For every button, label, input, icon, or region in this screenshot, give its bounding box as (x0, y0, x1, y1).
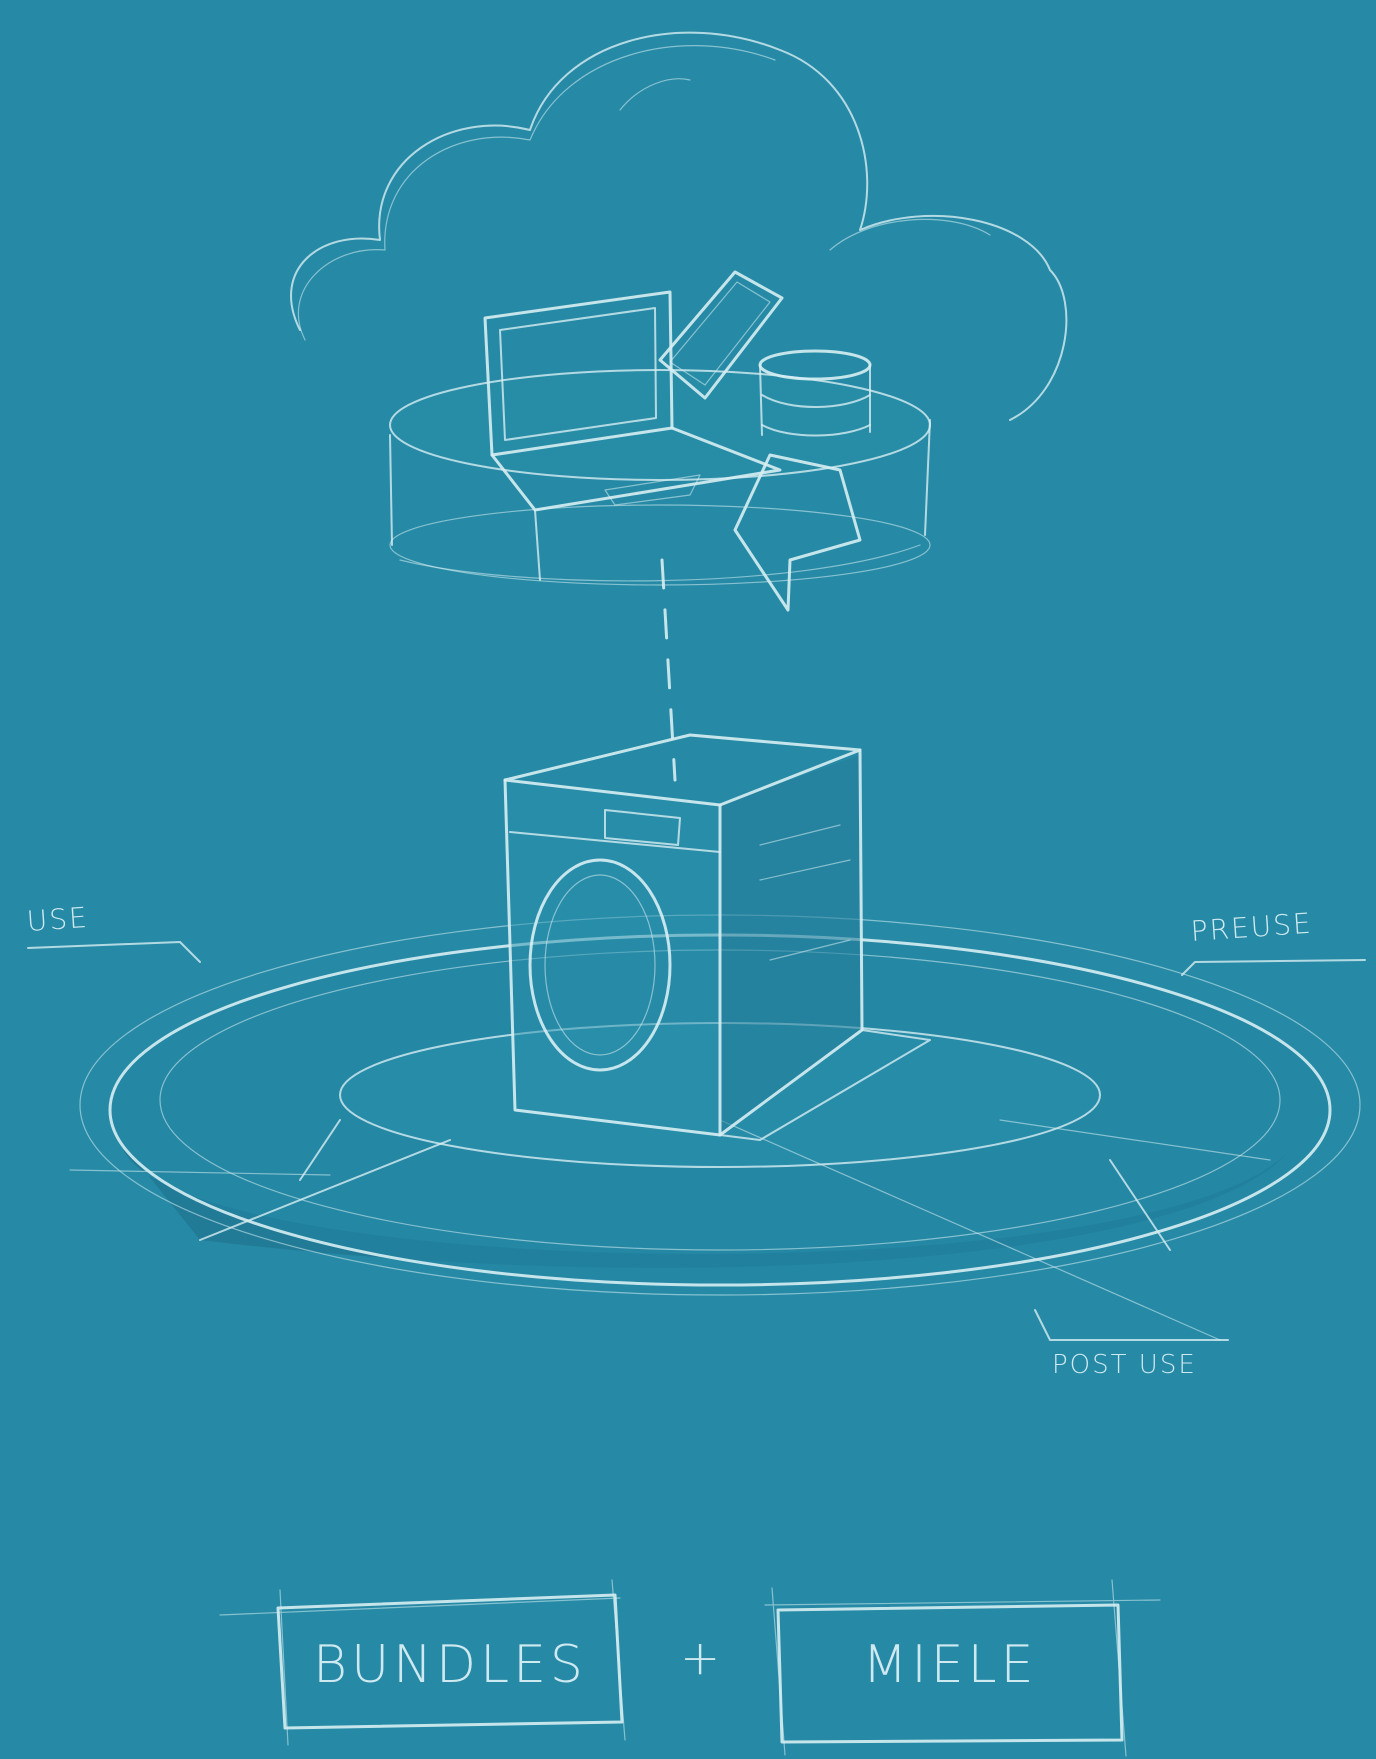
use-pointer (28, 942, 200, 962)
plus-sign: + (680, 1630, 722, 1686)
connector-line (662, 560, 675, 780)
cloud-platform (390, 370, 930, 585)
use-label: USE (26, 901, 90, 938)
cloud-icon (291, 33, 1066, 420)
preuse-pointer (1182, 960, 1365, 975)
arrow-icon (735, 455, 860, 610)
post-use-pointer (1035, 1310, 1228, 1340)
bundles-label: BUNDLES (300, 1635, 600, 1695)
miele-label: MIELE (800, 1635, 1100, 1695)
post-use-label: POST USE (1052, 1350, 1197, 1380)
